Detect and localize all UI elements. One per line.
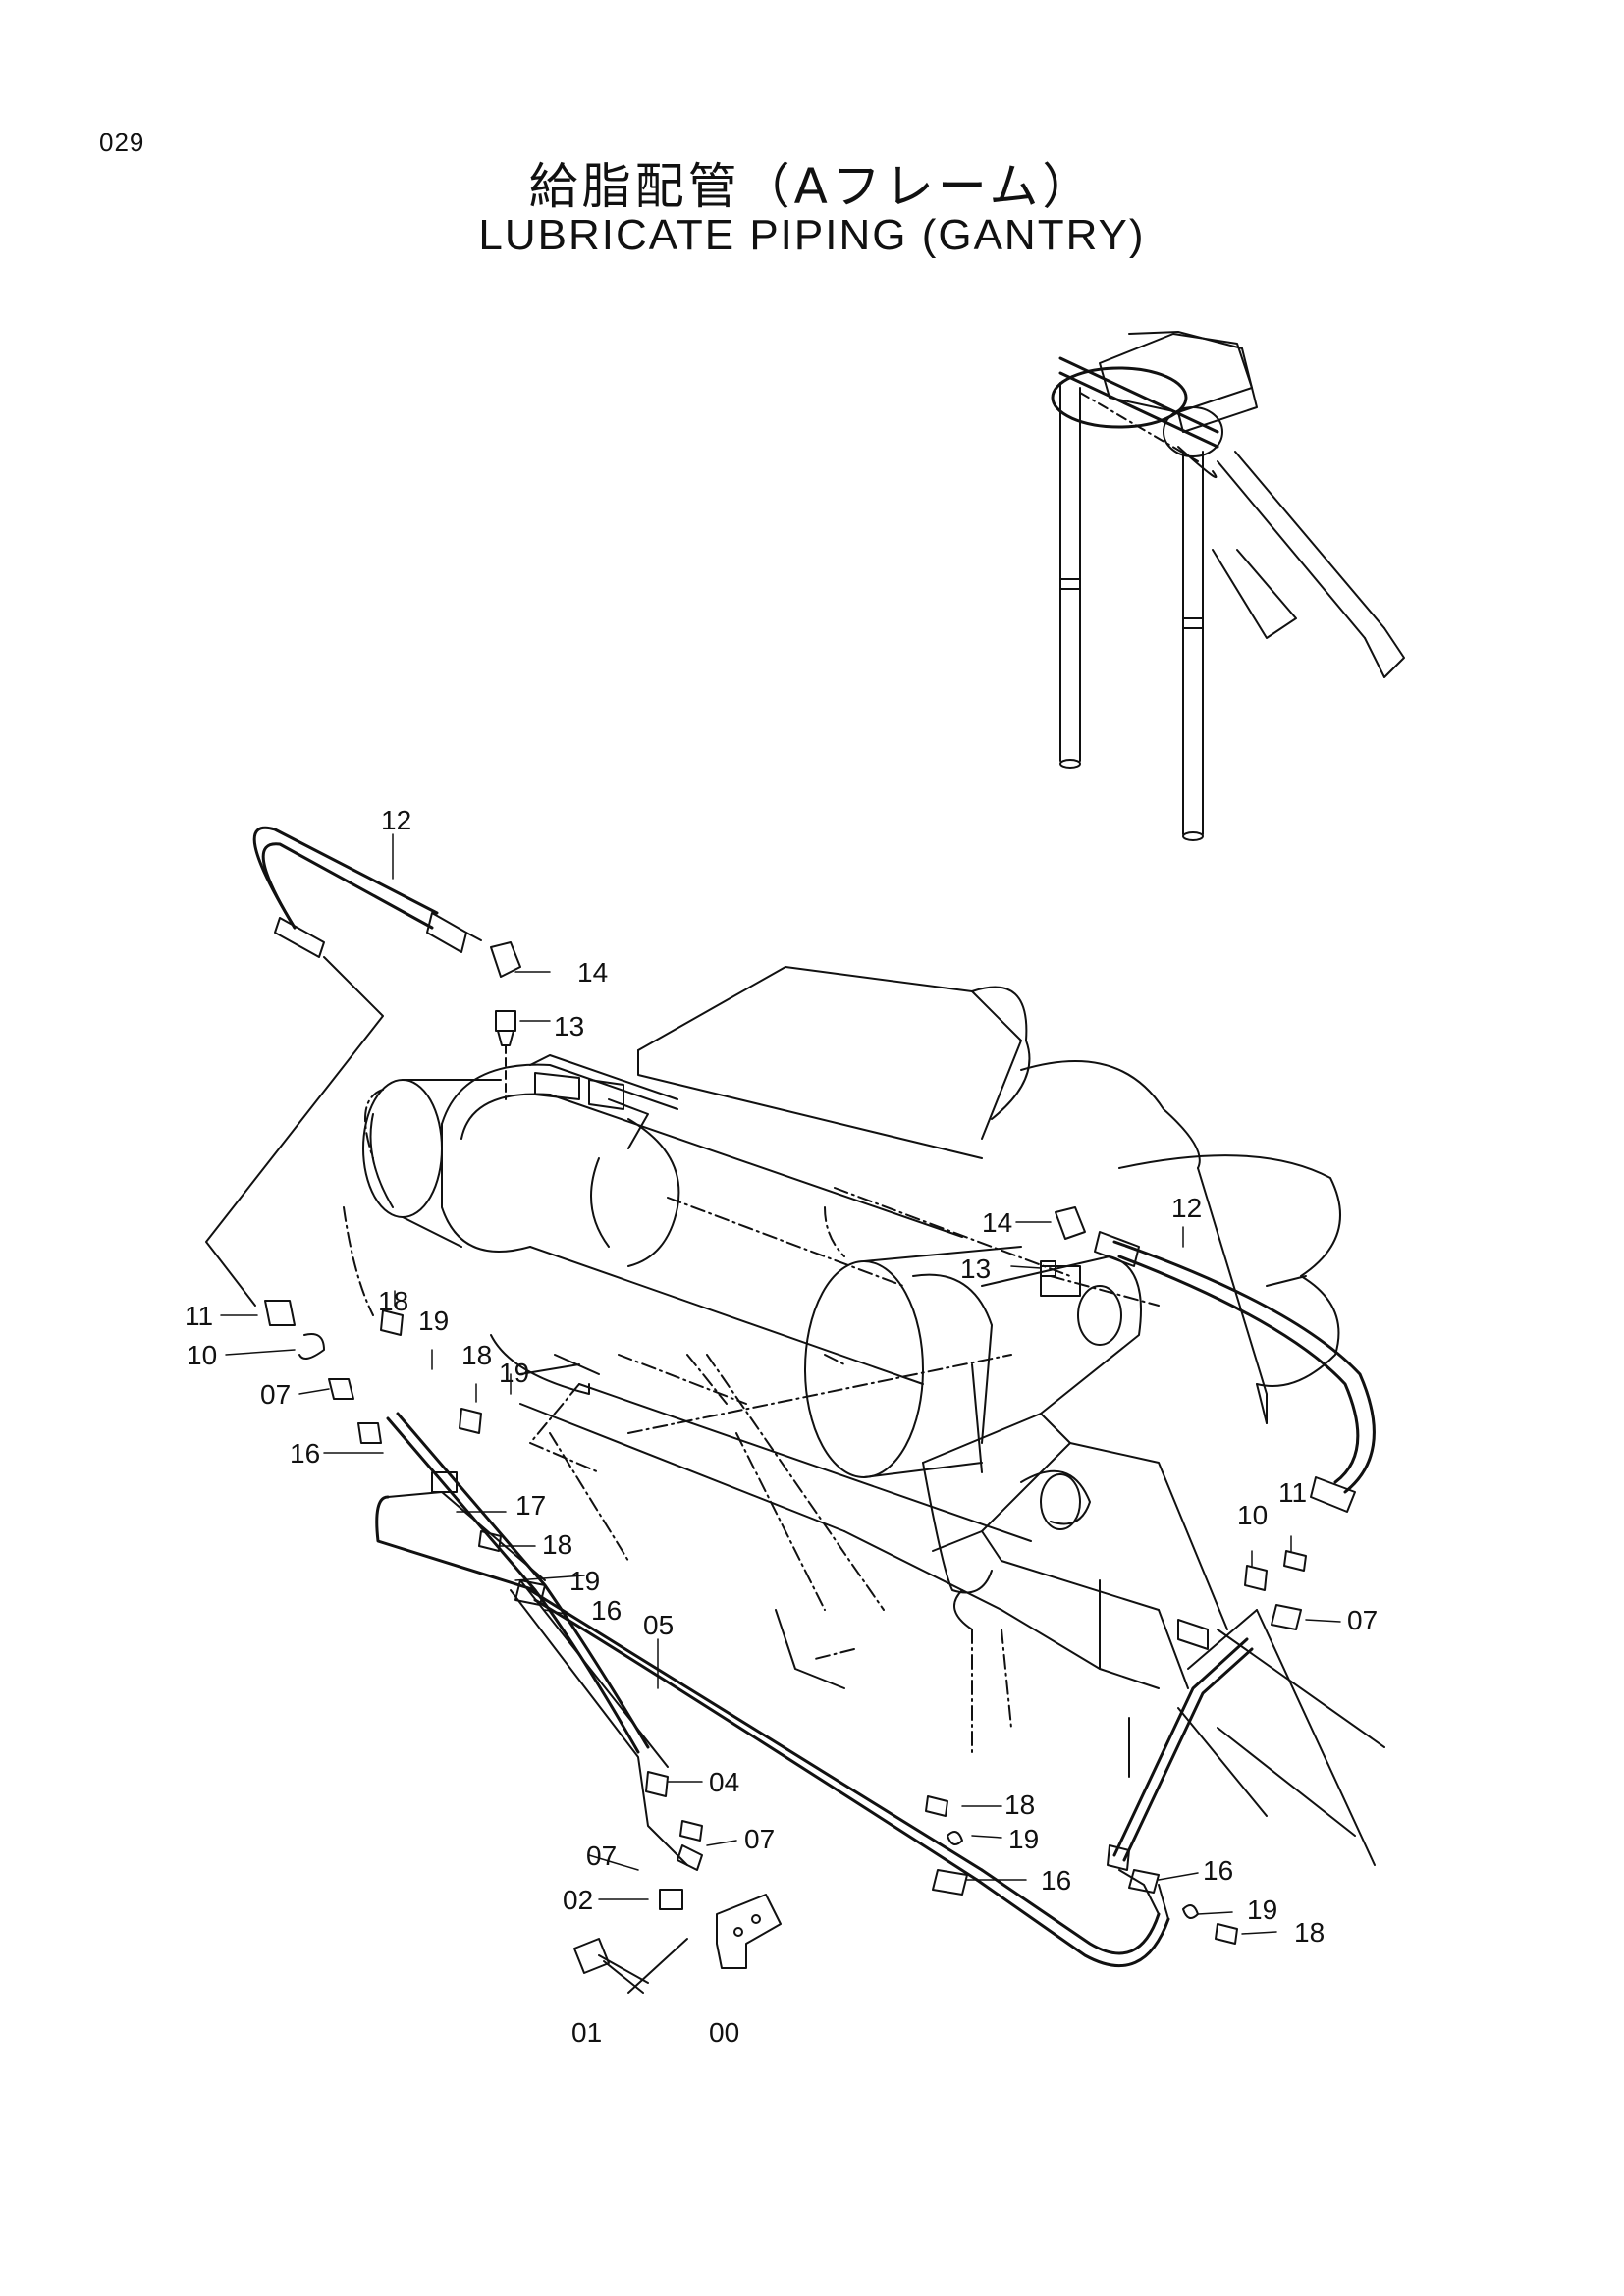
callout-18-d: 18: [1004, 1789, 1035, 1820]
callout-16-b: 16: [591, 1595, 622, 1626]
callout-12-top: 12: [381, 805, 411, 835]
callout-17: 17: [515, 1490, 546, 1521]
title-japanese: 給脂配管（Aフレーム）: [528, 158, 1096, 215]
callout-16-d: 16: [1203, 1855, 1233, 1886]
callout-00: 00: [709, 2017, 739, 2048]
callout-10-right: 10: [1237, 1500, 1268, 1530]
callout-14-right: 14: [982, 1207, 1012, 1238]
callout-13-right: 13: [960, 1254, 991, 1284]
page-number: 029: [99, 128, 145, 157]
gantry-body: [362, 966, 1385, 1866]
callout-18-c: 18: [542, 1529, 572, 1560]
inset-overview: [1051, 331, 1405, 841]
callout-07-c: 07: [586, 1841, 617, 1871]
callout-07-left: 07: [260, 1379, 291, 1410]
callout-18-e: 18: [1294, 1917, 1325, 1948]
callout-01: 01: [571, 2017, 602, 2048]
leader-lines: [220, 833, 1341, 1935]
callout-10-left: 10: [187, 1340, 217, 1370]
callout-18-a: 18: [378, 1286, 408, 1316]
callout-07-right: 07: [1347, 1605, 1378, 1635]
callout-16-c: 16: [1041, 1865, 1071, 1896]
piping: [205, 826, 1376, 1994]
callout-19-b: 19: [499, 1358, 529, 1388]
callout-16-a: 16: [290, 1438, 320, 1468]
callout-19-a: 19: [418, 1306, 449, 1336]
phantom-lines: [343, 1089, 1160, 1758]
title-english: LUBRICATE PIPING (GANTRY): [478, 211, 1146, 259]
callout-11-right: 11: [1278, 1477, 1307, 1508]
callout-19-d: 19: [1008, 1824, 1039, 1854]
callout-19-c: 19: [569, 1566, 600, 1596]
callout-14-top: 14: [577, 957, 608, 988]
callout-19-e: 19: [1247, 1895, 1277, 1925]
callout-07-b: 07: [744, 1824, 775, 1854]
callout-05: 05: [643, 1610, 674, 1640]
callout-11-left: 11: [185, 1301, 213, 1331]
callout-04: 04: [709, 1767, 739, 1797]
callout-13-top: 13: [554, 1011, 584, 1041]
callout-labels: 12 14 13 14 12 13 11 10 07 18 19 18 19 1…: [185, 805, 1378, 2048]
callout-12-right: 12: [1171, 1193, 1202, 1223]
callout-18-b: 18: [461, 1340, 492, 1370]
callout-02: 02: [563, 1885, 593, 1915]
